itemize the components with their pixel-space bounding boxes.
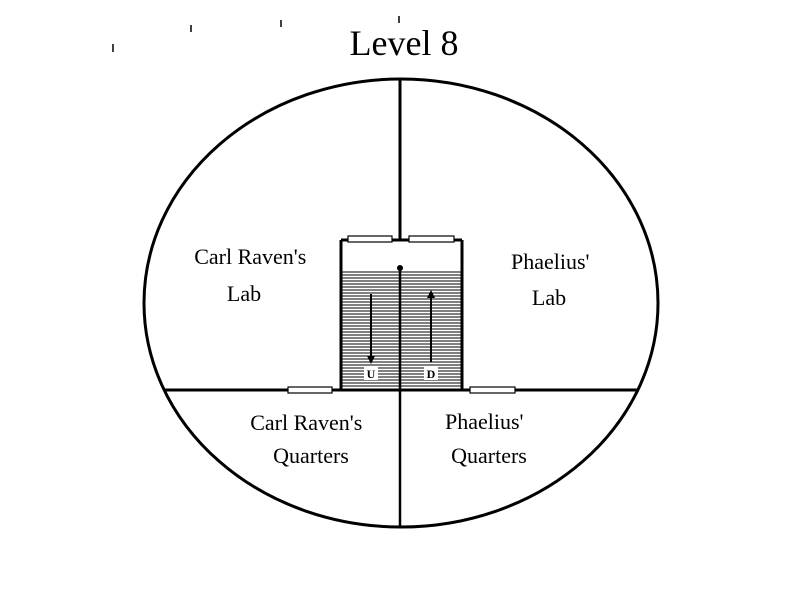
shaft-label-left: U <box>367 367 376 381</box>
elevator-shaft <box>339 238 464 390</box>
page-title: Level 8 <box>350 23 459 63</box>
stray-ticks <box>112 16 400 52</box>
phaelius-quarters-label-line1: Phaelius' <box>445 409 524 434</box>
shaft-label-right-bg <box>424 366 438 380</box>
carl-quarters-label-line1: Carl Raven's <box>250 410 362 435</box>
phaelius-lab-label-line1: Phaelius' <box>511 249 590 274</box>
shaft-door-right[interactable] <box>408 235 455 243</box>
phaelius-quarters-door[interactable] <box>469 386 516 394</box>
shaft-label-left-bg <box>364 366 378 380</box>
shaft-label-right: D <box>427 367 436 381</box>
phaelius-lab-label-line2: Lab <box>532 285 566 310</box>
shaft-hatching <box>342 271 461 390</box>
shaft-door-left[interactable] <box>347 235 393 243</box>
carl-lab-label-line1: Carl Raven's <box>194 244 306 269</box>
phaelius-quarters-label: Phaelius' Quarters <box>445 409 529 468</box>
phaelius-quarters-label-line2: Quarters <box>451 443 527 468</box>
carl-quarters-door[interactable] <box>287 386 333 394</box>
carl-quarters-label-line2: Quarters <box>273 443 349 468</box>
carl-lab-label: Carl Raven's Lab <box>194 244 312 306</box>
carl-lab-label-line2: Lab <box>227 281 261 306</box>
carl-quarters-label: Carl Raven's Quarters <box>250 410 368 468</box>
phaelius-lab-label: Phaelius' Lab <box>511 249 595 310</box>
shaft-pivot-dot <box>397 265 403 271</box>
